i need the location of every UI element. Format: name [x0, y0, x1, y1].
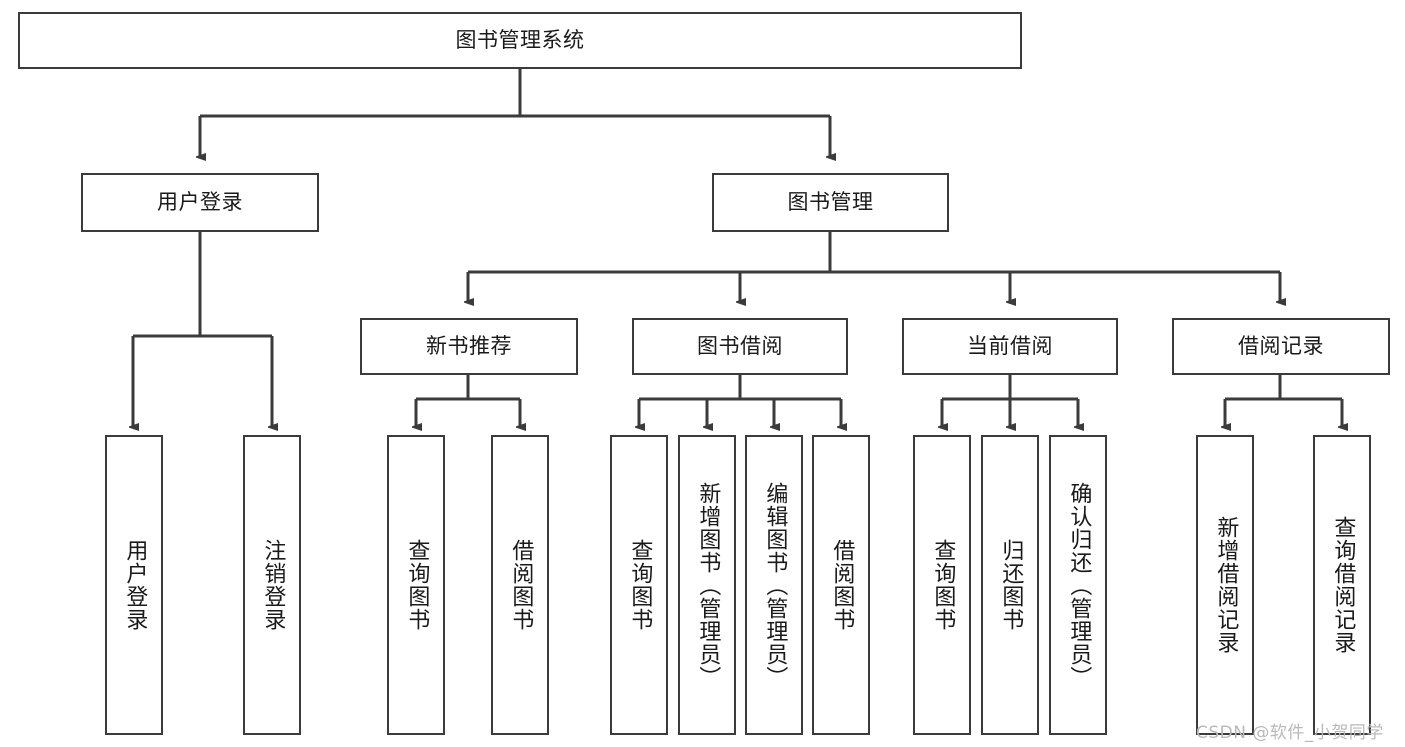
node-book-borrow[interactable]: 图书借阅	[632, 318, 848, 375]
leaf-user-login[interactable]: 用户登录	[105, 435, 163, 735]
leaf-add-borrow-record[interactable]: 新增借阅记录	[1196, 435, 1254, 735]
node-label: 借阅记录	[1238, 334, 1324, 359]
leaf-add-book-admin[interactable]: 新增图书（管理员）	[678, 435, 736, 735]
node-label: 查询图书	[930, 539, 956, 631]
leaf-return-book[interactable]: 归还图书	[981, 435, 1039, 735]
node-label: 当前借阅	[967, 334, 1053, 359]
leaf-query-book-current[interactable]: 查询图书	[913, 435, 971, 735]
node-label: 图书借阅	[697, 334, 783, 359]
node-book-management[interactable]: 图书管理	[712, 173, 949, 232]
leaf-borrow-book[interactable]: 借阅图书	[812, 435, 870, 735]
node-label: 用户登录	[157, 190, 243, 215]
node-current-borrow[interactable]: 当前借阅	[902, 318, 1118, 375]
node-label: 借阅图书	[508, 539, 534, 631]
node-label: 查询借阅记录	[1330, 516, 1356, 654]
node-label: 图书管理系统	[455, 28, 585, 53]
csdn-watermark: CSDN @软件_小贺同学	[1196, 723, 1384, 743]
node-label: 注销登录	[260, 539, 286, 631]
node-label: 编辑图书（管理员）	[762, 481, 788, 689]
leaf-edit-book-admin[interactable]: 编辑图书（管理员）	[745, 435, 803, 735]
leaf-confirm-return-admin[interactable]: 确认归还（管理员）	[1049, 435, 1107, 735]
leaf-query-borrow-record[interactable]: 查询借阅记录	[1313, 435, 1371, 735]
leaf-logout[interactable]: 注销登录	[243, 435, 301, 735]
node-root-book-management-system[interactable]: 图书管理系统	[18, 12, 1022, 69]
node-label: 图书管理	[787, 190, 874, 215]
node-label: 查询图书	[404, 539, 430, 631]
leaf-query-book-recommend[interactable]: 查询图书	[387, 435, 445, 735]
node-label: 新书推荐	[426, 334, 512, 359]
node-label: 确认归还（管理员）	[1066, 481, 1092, 689]
node-borrow-record[interactable]: 借阅记录	[1172, 318, 1390, 375]
node-label: 借阅图书	[829, 539, 855, 631]
node-label: 归还图书	[998, 539, 1024, 631]
node-label: 用户登录	[122, 539, 148, 631]
node-label: 查询图书	[627, 539, 653, 631]
node-user-login[interactable]: 用户登录	[81, 173, 319, 232]
leaf-borrow-book-recommend[interactable]: 借阅图书	[491, 435, 549, 735]
node-new-book-recommend[interactable]: 新书推荐	[360, 318, 578, 375]
leaf-query-book-borrow[interactable]: 查询图书	[610, 435, 668, 735]
node-label: 新增图书（管理员）	[695, 481, 721, 689]
node-label: 新增借阅记录	[1213, 516, 1239, 654]
